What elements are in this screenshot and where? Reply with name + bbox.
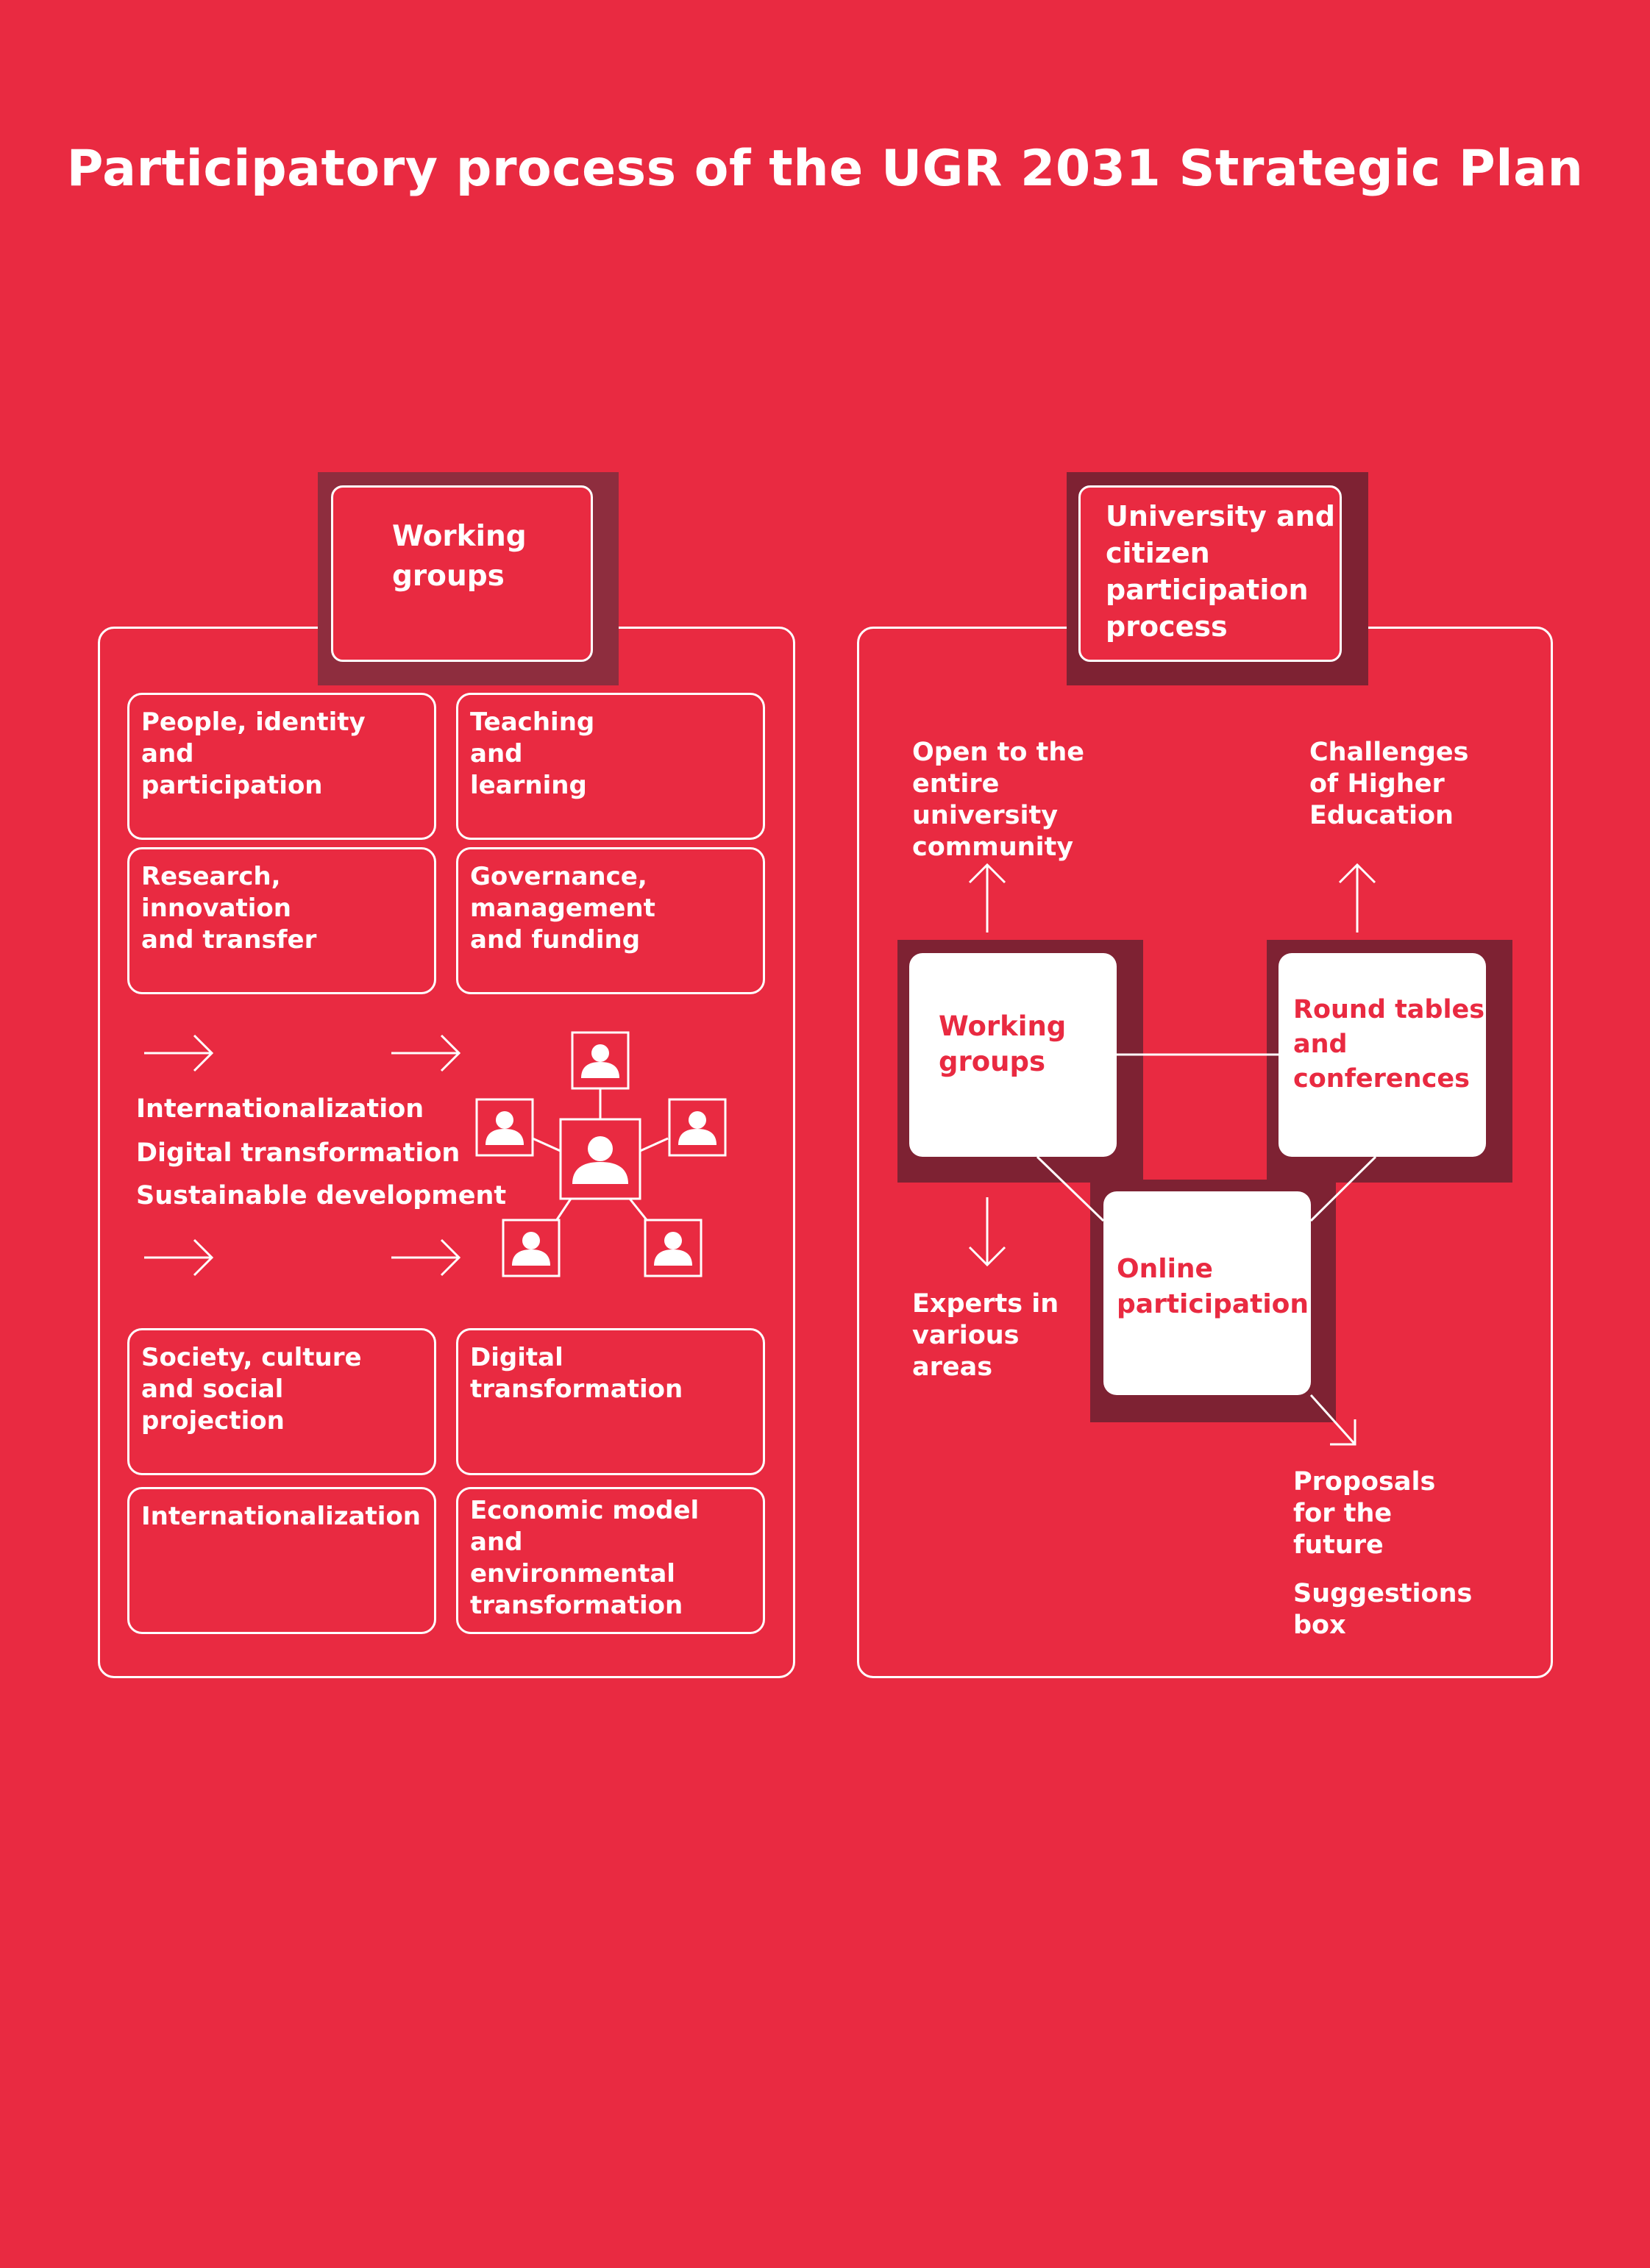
topic-economic-model: Economic model and environmental transfo… bbox=[456, 1487, 765, 1634]
topic-teaching-learning: Teaching and learning bbox=[456, 693, 765, 840]
arrow-right-icon bbox=[144, 1034, 214, 1072]
arrow-right-icon bbox=[391, 1034, 461, 1072]
participation-header: University and citizen participation pro… bbox=[1078, 485, 1342, 662]
arrow-right-icon bbox=[391, 1238, 461, 1277]
challenges-label: Challenges of Higher Education bbox=[1309, 738, 1469, 830]
open-community-label: Open to the entire university community bbox=[912, 738, 1084, 862]
page-title: Participatory process of the UGR 2031 St… bbox=[66, 140, 1584, 198]
people-network-connectors bbox=[532, 1088, 669, 1222]
arrow-down-right-icon bbox=[1309, 1394, 1356, 1446]
topic-governance: Governance, management and funding bbox=[456, 847, 765, 994]
topic-people-identity: People, identity and participation bbox=[127, 693, 436, 840]
topic-internationalization: Internationalization bbox=[127, 1487, 436, 1634]
arrow-up-icon bbox=[1338, 863, 1376, 932]
connector-line bbox=[1036, 1155, 1105, 1222]
topic-research-innovation: Research, innovation and transfer bbox=[127, 847, 436, 994]
arrow-right-icon bbox=[144, 1238, 214, 1277]
topic-society-culture: Society, culture and social projection bbox=[127, 1328, 436, 1475]
theme-sustainable-development: Sustainable development bbox=[136, 1181, 507, 1210]
suggestions-label: Suggestions box bbox=[1293, 1579, 1473, 1640]
topic-digital-transformation: Digital transformation bbox=[456, 1328, 765, 1475]
online-participation-node: Online participation bbox=[1103, 1191, 1311, 1395]
arrow-up-icon bbox=[968, 863, 1006, 932]
theme-digital-transformation: Digital transformation bbox=[136, 1138, 460, 1168]
working-groups-node: Working groups bbox=[909, 953, 1117, 1157]
theme-internationalization: Internationalization bbox=[136, 1094, 424, 1124]
round-tables-node: Round tables and conferences bbox=[1279, 953, 1486, 1157]
proposals-label: Proposals for the future bbox=[1293, 1467, 1436, 1560]
person-icon bbox=[475, 1098, 534, 1157]
person-icon bbox=[668, 1098, 727, 1157]
experts-label: Experts in various areas bbox=[912, 1289, 1059, 1382]
arrow-down-icon bbox=[968, 1197, 1006, 1267]
connector-line bbox=[1309, 1155, 1377, 1222]
working-groups-header: Working groups bbox=[331, 485, 593, 662]
person-icon bbox=[644, 1219, 703, 1277]
person-icon bbox=[559, 1118, 641, 1200]
person-icon bbox=[571, 1031, 630, 1090]
person-icon bbox=[502, 1219, 561, 1277]
